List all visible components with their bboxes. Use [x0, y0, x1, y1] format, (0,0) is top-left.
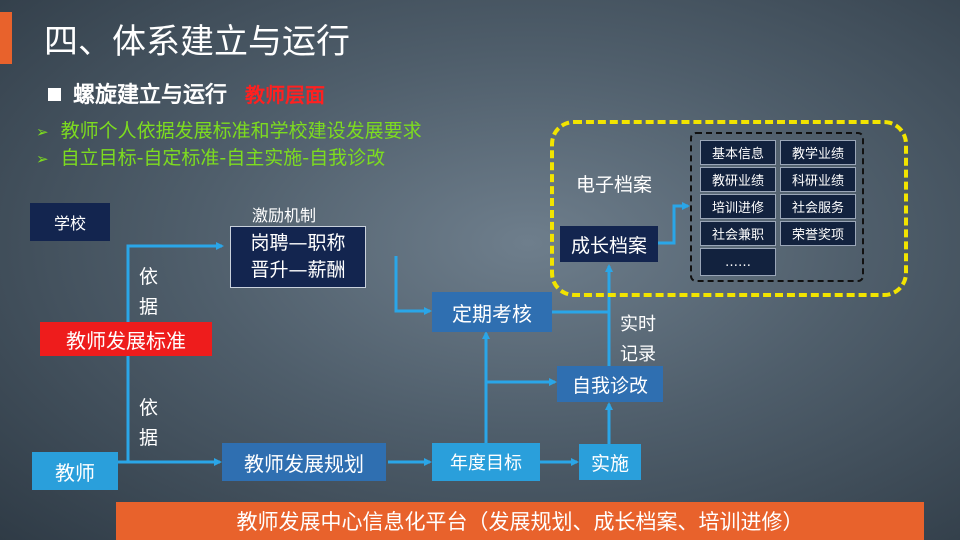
arrow-bullet-icon: ➢	[36, 150, 49, 168]
realtime-line: 实时	[620, 314, 656, 335]
accent-bar	[0, 12, 12, 64]
incentive-label: 激励机制	[252, 206, 317, 225]
review-box: 定期考核	[432, 292, 552, 332]
e-archive-frame	[550, 120, 908, 297]
basis-label-top: 依 据	[139, 262, 158, 322]
e-archive-label: 电子档案	[576, 174, 653, 196]
archive-items-frame	[690, 132, 864, 282]
archive-item: 基本信息	[700, 140, 776, 165]
annual-goal-box: 年度目标	[432, 443, 540, 481]
connector-incentive-to-review	[394, 256, 432, 315]
archive-item: 教学业绩	[780, 140, 856, 165]
basis-char: 据	[139, 296, 159, 318]
incentive-line-2: 晋升—薪酬	[250, 259, 346, 281]
connector-archive-to-list	[658, 202, 690, 245]
standard-box: 教师发展标准	[40, 322, 212, 356]
realtime-line: 记录	[620, 344, 656, 365]
realtime-label: 实时 记录	[620, 310, 656, 370]
arrow-bullet-icon: ➢	[36, 123, 49, 141]
basis-label-bottom: 依 据	[139, 393, 158, 453]
archive-item: 社会服务	[780, 194, 856, 219]
teacher-box: 教师	[32, 452, 118, 490]
plan-box: 教师发展规划	[222, 443, 386, 481]
connector-standard-to-incentive	[126, 242, 224, 322]
footer-platform-banner: 教师发展中心信息化平台（发展规划、成长档案、培训进修）	[116, 502, 924, 540]
growth-archive-box: 成长档案	[560, 226, 658, 262]
section-heading-main: 螺旋建立与运行	[73, 83, 228, 108]
incentive-box: 岗聘—职称 晋升—薪酬	[230, 226, 366, 288]
archive-item: 科研业绩	[780, 167, 856, 192]
archive-item: 荣誉奖项	[780, 221, 856, 246]
archive-item: 社会兼职	[700, 221, 776, 246]
bullet-item: ➢ 自立目标-自定标准-自主实施-自我诊改	[36, 143, 385, 170]
bullet-text: 教师个人依据发展标准和学校建设发展要求	[60, 120, 422, 142]
basis-char: 依	[139, 266, 159, 288]
basis-char: 据	[139, 427, 159, 449]
page-title: 四、体系建立与运行	[44, 22, 350, 62]
incentive-line-1: 岗聘—职称	[250, 232, 346, 254]
section-heading: 螺旋建立与运行教师层面	[48, 77, 325, 109]
bullet-text: 自立目标-自定标准-自主实施-自我诊改	[60, 147, 386, 169]
archive-item-more: ……	[700, 248, 776, 276]
bullet-item: ➢ 教师个人依据发展标准和学校建设发展要求	[36, 116, 422, 143]
square-bullet-icon	[48, 87, 61, 101]
basis-char: 依	[139, 397, 159, 419]
implement-box: 实施	[579, 444, 641, 480]
archive-item: 培训进修	[700, 194, 776, 219]
school-box: 学校	[30, 203, 110, 241]
archive-item: 教研业绩	[700, 167, 776, 192]
section-heading-highlight: 教师层面	[245, 83, 326, 107]
self-diagnosis-box: 自我诊改	[557, 366, 663, 402]
